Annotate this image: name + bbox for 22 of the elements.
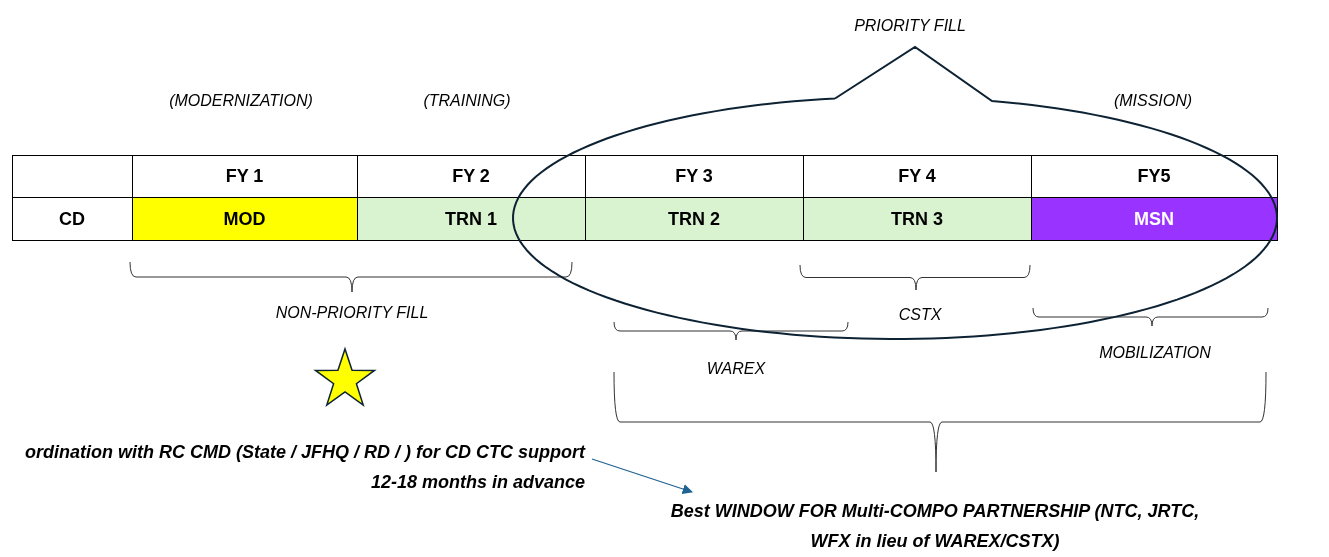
note-text: ordination with RC CMD (State / JFHQ / RD / ) for CD CTC support 12-18 months in advance [0, 437, 585, 497]
table-cell-text: MOD [223, 208, 266, 229]
arrow [591, 458, 693, 494]
table-cell-text: CD [59, 208, 85, 229]
table-cell-text: FY 4 [898, 165, 936, 187]
table-cell-text: FY5 [1137, 165, 1171, 187]
note-text: Best WINDOW FOR Multi-COMPO PARTNERSHIP (NTC, JRTC, WFX in lieu of WAREX/CSTX) [670, 496, 1200, 556]
annotation-text: NON-PRIORITY FILL [275, 304, 429, 322]
table-cell-text: FY 1 [225, 165, 264, 187]
annotation-text: WAREX [706, 360, 766, 378]
annotation-text: (MISSION) [1113, 92, 1193, 110]
annotation-text: PRIORITY FILL [854, 17, 966, 35]
table-cell-text: FY 2 [452, 165, 490, 187]
annotation-text: (MODERNIZATION) [169, 92, 313, 110]
annotation-text: CSTX [898, 306, 942, 324]
table-cell-text: FY 3 [675, 165, 713, 187]
table-cell-text: TRN 2 [668, 208, 720, 229]
table-cell-text: TRN 3 [891, 208, 943, 229]
table-cell-text: TRN 1 [445, 208, 497, 229]
table-cell-text: MSN [1134, 208, 1174, 229]
annotation-text: MOBILIZATION [1099, 344, 1211, 362]
annotation-text: (TRAINING) [423, 92, 511, 110]
